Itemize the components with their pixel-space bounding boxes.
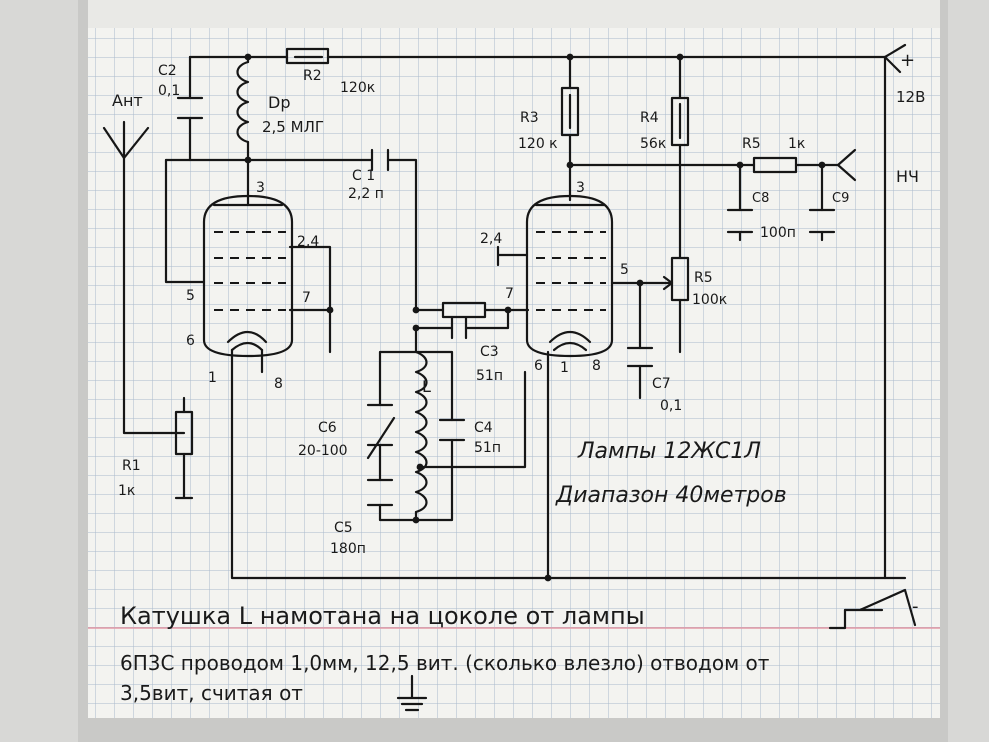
r3-resistor (560, 86, 580, 137)
r5-label: R5 (742, 136, 761, 152)
antenna-label: Ант (112, 91, 143, 110)
r2-value: 120к (340, 80, 375, 96)
right-pin-3: 3 (576, 180, 585, 196)
c6-variable-capacitor (366, 403, 396, 460)
c2-label: C2 (158, 63, 177, 79)
supply-plus-label: + (900, 50, 915, 71)
c4-capacitor (438, 418, 466, 442)
coil-label: L (422, 377, 431, 396)
junction-dots (244, 53, 826, 582)
output-label: НЧ (896, 167, 919, 186)
c1-value: 2,2 п (348, 186, 384, 202)
left-pin-6: 6 (186, 333, 195, 349)
choke-label: Dр (268, 93, 290, 112)
c4-value: 51п (474, 440, 501, 456)
r1-value: 1к (118, 483, 135, 499)
right-pin-8: 8 (592, 358, 601, 374)
supply-voltage-label: 12В (896, 88, 925, 106)
r5-potentiometer (670, 256, 690, 302)
c6-label: С6 (318, 420, 337, 436)
r4-label: R4 (640, 110, 659, 126)
pot-label: R5 (694, 270, 713, 286)
supply-plus-terminal (883, 43, 907, 74)
supply-minus-label: - (912, 596, 919, 617)
c7-label: С7 (652, 376, 671, 392)
c4-label: С4 (474, 420, 493, 436)
c8-value: 100п (760, 225, 796, 241)
r4-resistor (670, 96, 690, 147)
ground-icon (396, 674, 428, 712)
left-pin-24: 2,4 (297, 234, 319, 250)
c7-capacitor (626, 346, 654, 368)
right-pin-24: 2,4 (480, 231, 502, 247)
coil-note-line2: 6П3С проводом 1,0мм, 12,5 вит. (сколько … (120, 651, 770, 675)
r2-resistor-body (285, 47, 330, 65)
band-note: Диапазон 40метров (555, 483, 787, 508)
right-pin-1: 1 (560, 360, 569, 376)
left-pin-8: 8 (274, 376, 283, 392)
coil-note-line3: 3,5вит, считая от (120, 681, 303, 705)
antenna-icon (102, 120, 150, 160)
c5-value: 180п (330, 541, 366, 557)
left-tube-envelope (202, 194, 294, 358)
c2-capacitor (176, 96, 204, 120)
r3-label: R3 (520, 110, 539, 126)
left-pin-1: 1 (208, 370, 217, 386)
c5-capacitor (366, 478, 394, 507)
c1-capacitor (370, 148, 390, 172)
c7-value: 0,1 (660, 398, 682, 414)
c3-label: С3 (480, 344, 499, 360)
c1-label: С 1 (352, 168, 375, 184)
tubes-note: Лампы 12ЖС1Л (577, 439, 761, 464)
c2-value: 0,1 (158, 83, 180, 99)
c9-label: С9 (832, 191, 849, 206)
r4-value: 56к (640, 136, 666, 152)
r2-label: R2 (303, 68, 322, 84)
choke-coil (236, 60, 250, 144)
coil-l (414, 350, 428, 514)
right-pin-5: 5 (620, 262, 629, 278)
r5-resistor (752, 156, 798, 174)
c3-capacitor (450, 316, 468, 340)
r5-value: 1к (788, 136, 805, 152)
r3-value: 120 к (518, 136, 558, 152)
left-pin-3: 3 (256, 180, 265, 196)
choke-value: 2,5 МЛГ (262, 118, 324, 136)
output-jack-icon (836, 148, 857, 182)
right-pin-6: 6 (534, 358, 543, 374)
right-tube-envelope (525, 194, 614, 358)
r1-label: R1 (122, 458, 141, 474)
c8-c9-capacitors (726, 208, 836, 234)
left-pin-5: 5 (186, 288, 195, 304)
c3-value: 51п (476, 368, 503, 384)
supply-minus-terminal (843, 576, 917, 627)
c6-value: 20-100 (298, 443, 348, 459)
c5-label: С5 (334, 520, 353, 536)
right-pin-7: 7 (505, 286, 514, 302)
coil-note-line1: Катушка L намотана на цоколе от лампы (120, 602, 645, 630)
c3-resistor (441, 301, 487, 319)
left-pin-7: 7 (302, 290, 311, 306)
c8-label: С8 (752, 191, 769, 206)
pot-value: 100к (692, 292, 727, 308)
